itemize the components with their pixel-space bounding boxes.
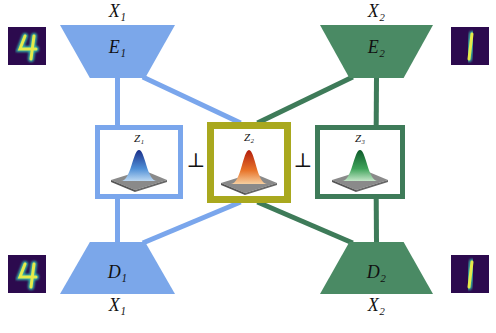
encoder-trapezoid: X₂E₂ (320, 25, 433, 78)
decoder-trapezoid: D₁X₁ (60, 242, 175, 294)
digit-image (451, 27, 489, 65)
module-label: D₁ (60, 262, 175, 283)
independence-symbol: ⊥ (187, 150, 206, 170)
latent-label: Z₃ (320, 132, 400, 145)
latent-box: Z₁ (95, 125, 183, 199)
connector-line (257, 202, 352, 243)
input-label: X₂ (320, 295, 433, 316)
latent-label: Z₂ (214, 131, 284, 144)
connector-line (257, 77, 352, 123)
digit-image (451, 255, 489, 293)
module-label: D₂ (320, 262, 433, 283)
connector-line (374, 198, 379, 243)
digit-image (8, 27, 46, 65)
gaussian-plot (332, 150, 388, 192)
module-label: E₂ (320, 37, 433, 58)
connector-line (115, 198, 120, 243)
connector-line (115, 77, 120, 126)
digit-image (8, 255, 46, 293)
decoder-trapezoid: D₂X₂ (320, 242, 433, 294)
encoder-trapezoid: X₁E₁ (60, 25, 175, 78)
latent-box: Z₂ (207, 122, 291, 203)
latent-label: Z₁ (100, 132, 178, 145)
independence-symbol: ⊥ (294, 150, 313, 170)
input-label: X₁ (60, 1, 175, 22)
latent-box: Z₃ (315, 125, 405, 199)
gaussian-plot (221, 150, 277, 195)
connector-line (374, 77, 379, 126)
module-label: E₁ (60, 37, 175, 58)
connector-line (143, 77, 241, 123)
gaussian-plot (111, 150, 167, 192)
input-label: X₂ (320, 1, 433, 22)
connector-line (143, 202, 241, 243)
input-label: X₁ (60, 295, 175, 316)
